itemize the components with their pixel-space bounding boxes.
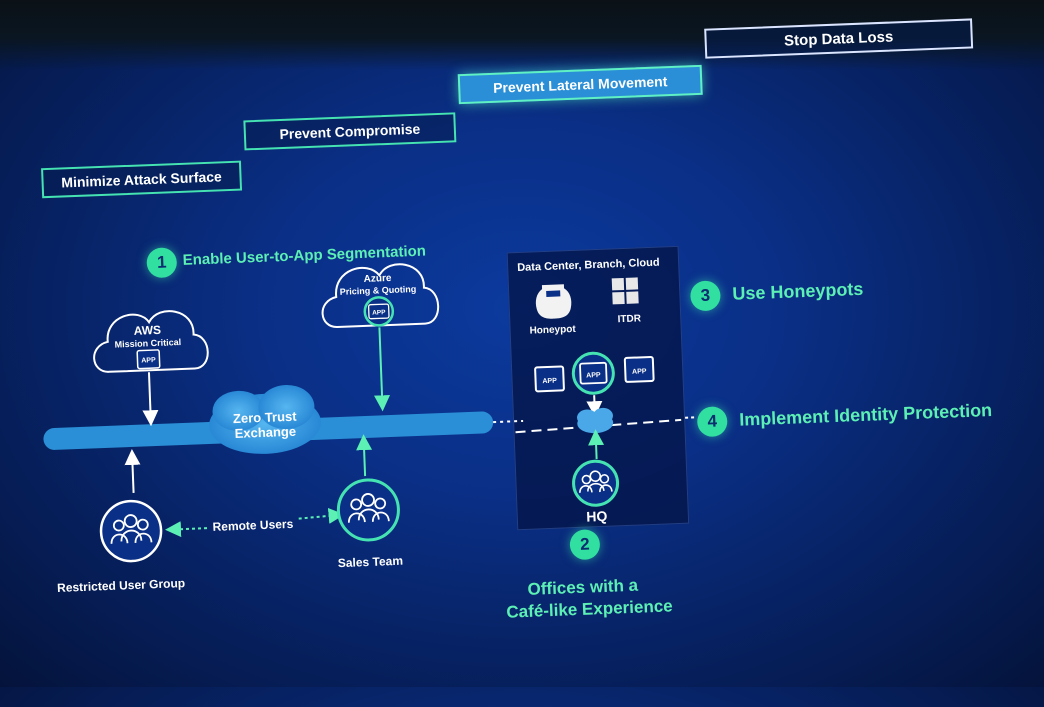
remote-right-arrow: [299, 515, 337, 518]
remote-users-label: Remote Users: [212, 517, 294, 534]
dc-app-right-label: APP: [632, 368, 647, 376]
itdr-label: ITDR: [617, 313, 642, 325]
sales-up-arrow: [364, 442, 365, 476]
aws-title: AWS: [133, 323, 161, 338]
restricted-up-arrow: [132, 457, 133, 493]
azure-title: Azure: [363, 273, 392, 285]
sales-team-label: Sales Team: [338, 554, 404, 570]
dc-mini-cloud-icon: [577, 407, 614, 433]
azure-app-label: APP: [372, 309, 386, 317]
hq-label: HQ: [586, 508, 608, 525]
dc-app-left-label: APP: [542, 378, 557, 386]
aws-subtitle: Mission Critical: [114, 337, 181, 350]
honeypot-icon: [535, 284, 572, 319]
bar-dotted-extension: [493, 421, 523, 422]
remote-left-arrow: [173, 528, 207, 529]
dc-app-center-label: APP: [586, 372, 601, 380]
dc-app-down-arrow: [594, 395, 595, 409]
azure-down-arrow: [379, 327, 382, 403]
sales-team-icon: [337, 479, 399, 541]
hq-up-arrow: [596, 437, 597, 459]
azure-subtitle: Pricing & Quoting: [340, 284, 417, 297]
aws-down-arrow: [149, 372, 151, 418]
hq-users-icon: [573, 460, 619, 506]
restricted-group-label: Restricted User Group: [57, 576, 185, 595]
restricted-users-icon: [100, 500, 162, 562]
aws-app-label: APP: [141, 357, 156, 365]
honeypot-label: Honeypot: [529, 324, 576, 337]
exchange-line2: Exchange: [234, 424, 296, 441]
itdr-windows-icon: [612, 277, 639, 304]
